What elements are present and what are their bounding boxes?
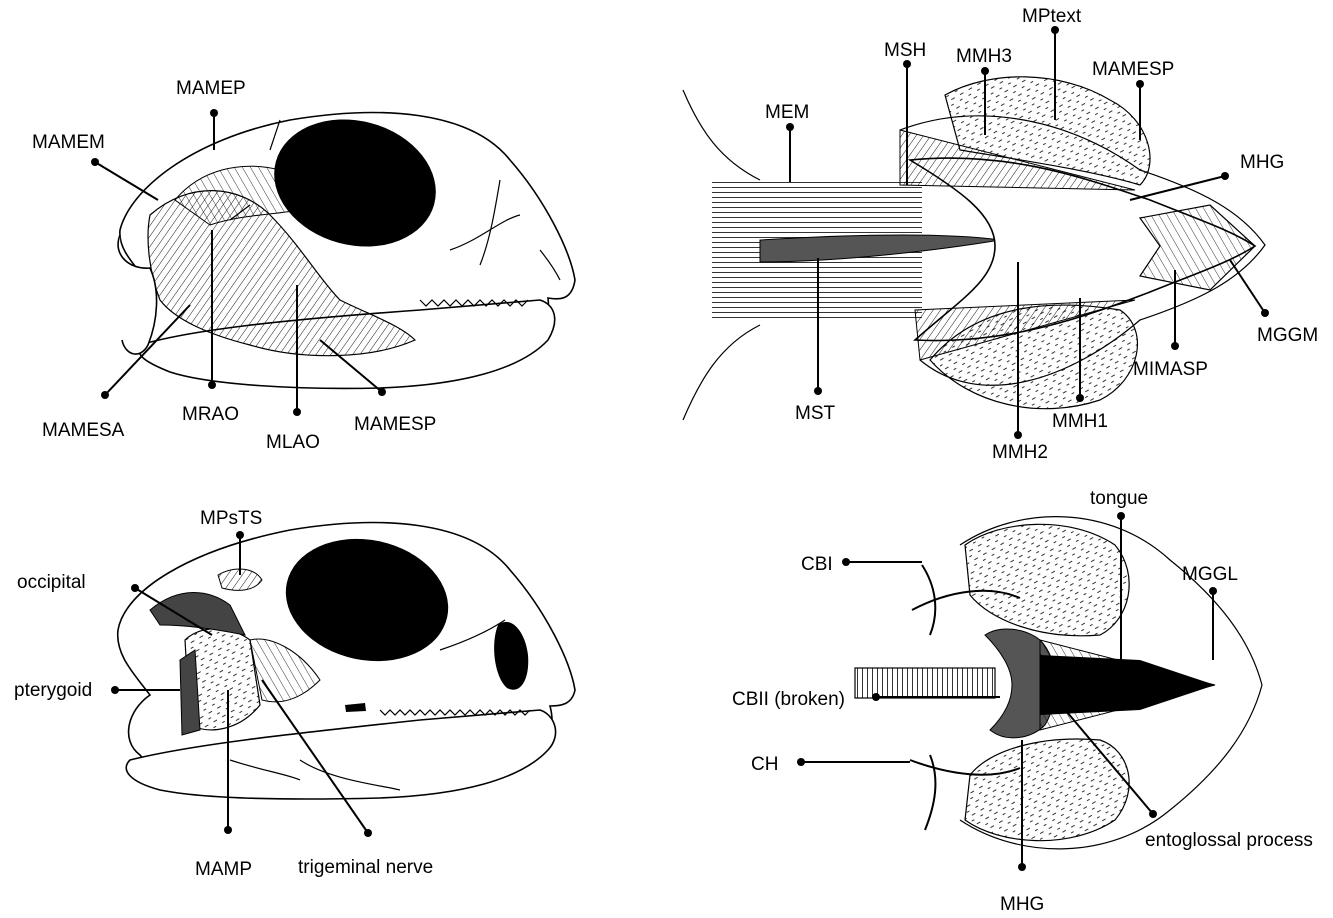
label-mamem: MAMEM (32, 132, 105, 153)
label-pterygoid: pterygoid (14, 680, 92, 701)
label-occipital: occipital (17, 572, 86, 593)
label-mmh1: MMH1 (1052, 411, 1108, 432)
panel-top-left-skull-lateral (118, 102, 575, 389)
label-mamesp: MAMESP (354, 414, 436, 435)
label-trigeminal: trigeminal nerve (298, 857, 433, 878)
label-mem: MEM (765, 102, 809, 123)
panel-bottom-left-skull (118, 523, 575, 799)
upper-throat-mass (965, 524, 1129, 635)
label-mhg-br: MHG (1000, 894, 1044, 915)
label-mamesp-tr: MAMESP (1092, 59, 1174, 80)
label-mhg-tr: MHG (1240, 152, 1284, 173)
label-mimasp: MIMASP (1133, 359, 1208, 380)
label-tongue: tongue (1090, 488, 1148, 509)
label-mggl: MGGL (1182, 564, 1238, 585)
label-mst: MST (795, 403, 836, 424)
label-msh: MSH (884, 40, 926, 61)
label-mamp: MAMP (195, 859, 252, 880)
fan-lines (1040, 640, 1215, 730)
label-mrao: MRAO (182, 404, 239, 425)
label-cbii: CBII (broken) (732, 689, 845, 710)
label-cbi: CBI (801, 554, 833, 575)
label-mggm: MGGM (1257, 325, 1318, 346)
label-mlao: MLAO (266, 432, 320, 453)
label-mmh3: MMH3 (956, 46, 1012, 67)
label-mmh2: MMH2 (992, 442, 1048, 463)
label-entoglossal: entoglossal process (1145, 830, 1313, 851)
label-mamep: MAMEP (176, 78, 246, 99)
label-mptext: MPtext (1022, 6, 1082, 27)
lower-throat-mass (965, 739, 1129, 841)
label-mamesa: MAMESA (42, 420, 125, 441)
label-ch: CH (751, 754, 778, 775)
label-mpsts: MPsTS (200, 508, 262, 529)
